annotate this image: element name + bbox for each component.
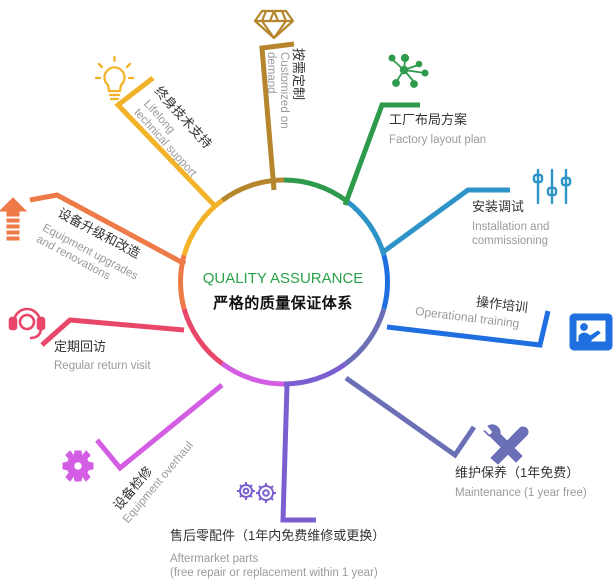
label-custom-zh: 按需定制 bbox=[291, 48, 306, 101]
connector-upgrade bbox=[29, 192, 187, 267]
headset-icon bbox=[8, 307, 46, 340]
ring-segment-training bbox=[381, 254, 390, 310]
diamond-icon bbox=[253, 9, 295, 40]
connector-custom bbox=[259, 41, 295, 191]
connector-overhaul bbox=[95, 383, 224, 472]
connector-lifelong bbox=[114, 76, 216, 207]
label-return-en: Regular return visit bbox=[54, 360, 151, 372]
center-title-en: QUALITY ASSURANCE bbox=[202, 270, 364, 287]
label-aftermarket-zh: 售后零配件（1年内免费维修或更换） bbox=[170, 528, 386, 543]
connector-aftermarket bbox=[280, 384, 316, 523]
network-nodes-icon bbox=[388, 53, 429, 88]
label-maintenance-en: Maintenance (1 year free) bbox=[455, 487, 587, 499]
label-aftermarket-en: Aftermarket parts(free repair or replace… bbox=[170, 553, 378, 579]
label-return-zh: 定期回访 bbox=[54, 339, 107, 354]
gear-icon bbox=[62, 450, 94, 482]
tools-icon bbox=[482, 424, 529, 465]
ring-segment-upgrade bbox=[178, 254, 187, 310]
gears-icon bbox=[237, 482, 276, 503]
label-install-zh: 安装调试 bbox=[472, 199, 525, 214]
ring-segment-maintenance bbox=[344, 308, 387, 366]
connector-training bbox=[386, 310, 551, 348]
presentation-board-icon bbox=[569, 313, 613, 351]
upgrade-arrow-icon bbox=[0, 197, 28, 241]
ring-segment-factory bbox=[283, 177, 348, 203]
ring-segment-lifelong bbox=[181, 198, 224, 256]
ring-segment-install bbox=[344, 198, 387, 256]
ring-segment-custom bbox=[220, 177, 285, 203]
connector-maintenance bbox=[344, 375, 477, 459]
sliders-icon bbox=[532, 168, 572, 205]
connector-return bbox=[40, 317, 185, 347]
ring-segment-overhaul bbox=[220, 361, 285, 387]
lightbulb-icon bbox=[94, 55, 135, 101]
center-title-zh: 严格的质量保证体系 bbox=[213, 295, 353, 312]
ring-segment-aftermarket bbox=[283, 361, 348, 387]
connector-install bbox=[381, 187, 510, 255]
label-maintenance-zh: 维护保养（1年免费） bbox=[455, 465, 580, 480]
ring-segment-return bbox=[181, 308, 224, 366]
label-factory-en: Factory layout plan bbox=[389, 134, 487, 146]
label-factory-zh: 工厂布局方案 bbox=[389, 112, 468, 127]
connector-factory bbox=[342, 102, 420, 206]
